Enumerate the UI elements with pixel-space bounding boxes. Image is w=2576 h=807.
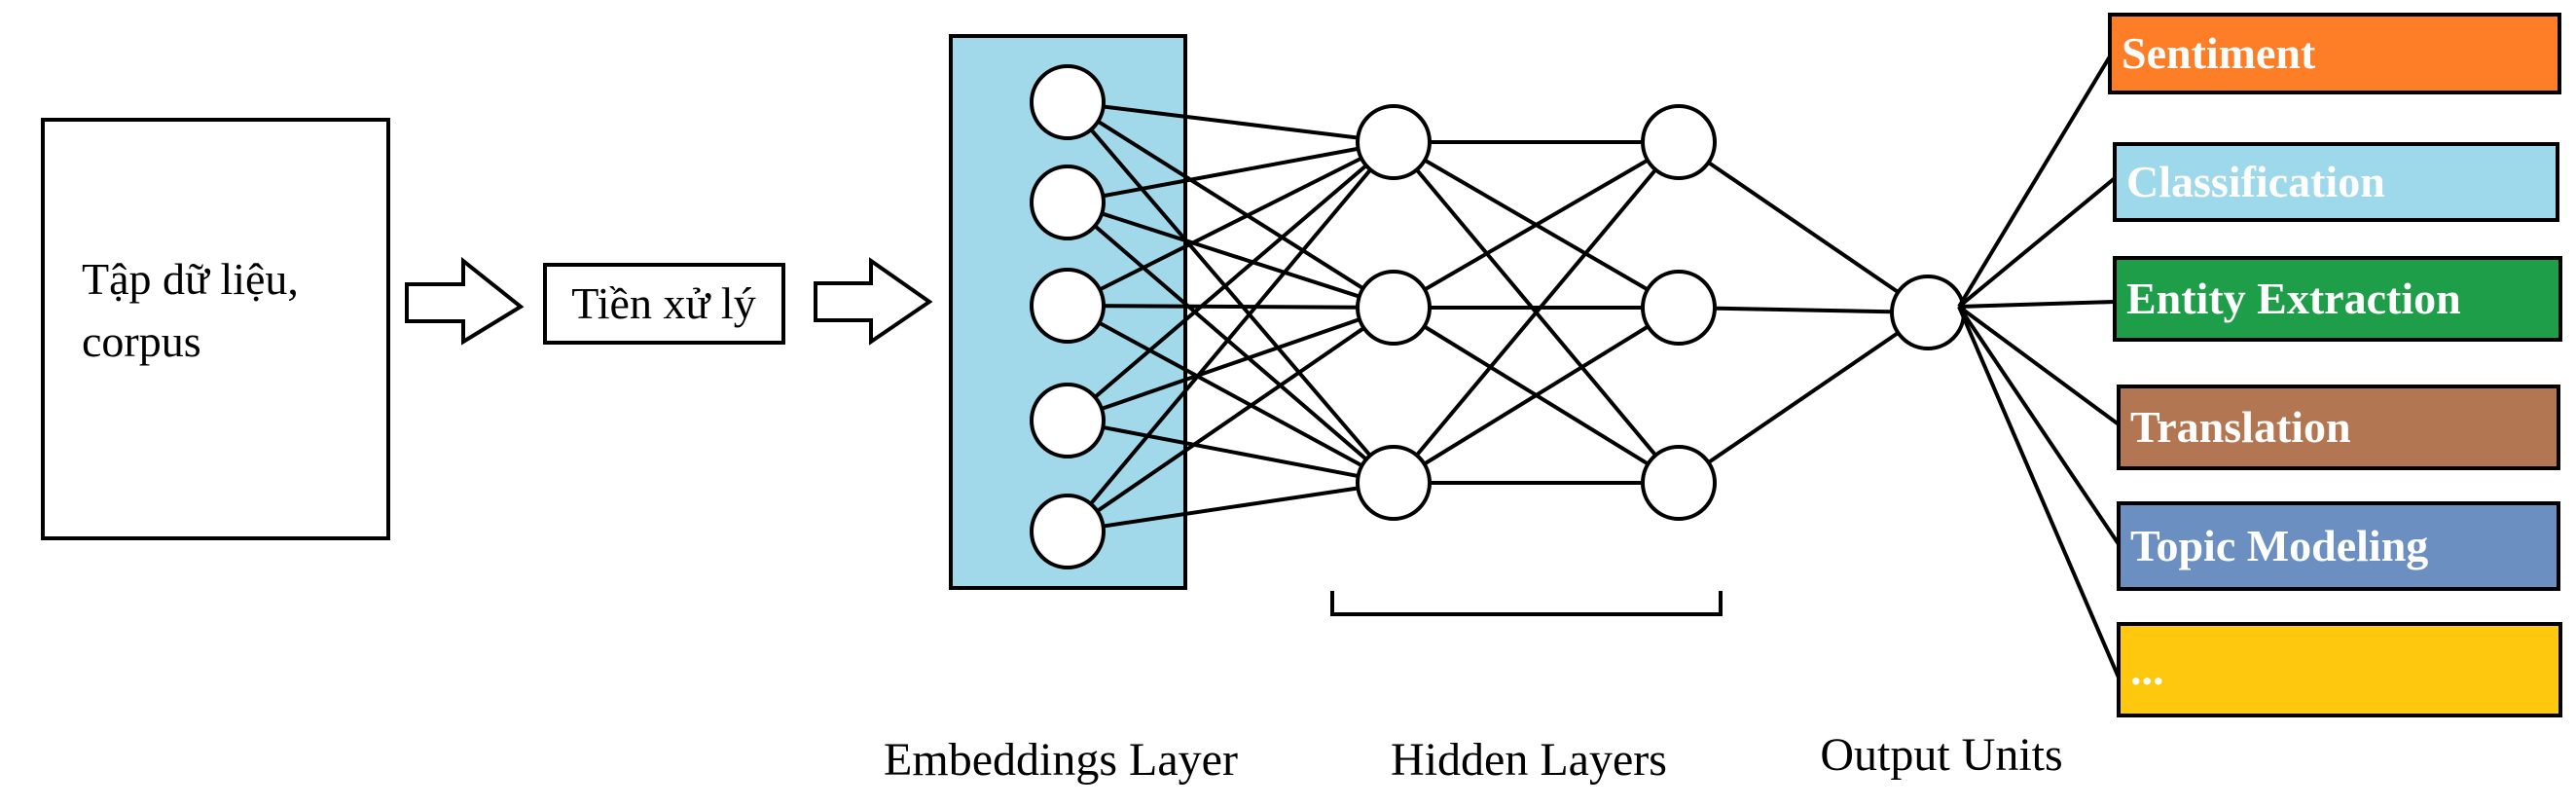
embedding-node-3 [1030,383,1106,459]
task-label-5: ... [2130,644,2164,694]
task-label-4: Topic Modeling [2130,521,2428,570]
corpus-label-line1: Tập dữ liệu, [82,254,299,304]
connection-line-24 [1677,140,1930,314]
preprocess-box: Tiền xử lý [543,263,785,345]
arrow-preprocess-to-embeddings [814,257,933,346]
connection-line-12 [1066,140,1396,533]
connection-line-4 [1067,201,1395,310]
task-box-0: Sentiment [2108,13,2561,94]
connection-line-10 [1067,306,1395,422]
connection-line-6 [1067,140,1395,308]
embeddings-layer-label: Embeddings Layer [884,734,1238,786]
connection-line-7 [1067,304,1395,310]
task-box-rect-5 [2117,622,2562,717]
task-label-0: Sentiment [2122,28,2316,78]
network-nodes [1030,64,1966,569]
connection-line-13 [1066,306,1396,533]
hidden-layers-label: Hidden Layers [1391,734,1667,786]
output-node-0 [1890,275,1966,350]
embedding-node-1 [1030,165,1106,240]
connection-line-0 [1067,100,1395,144]
connection-line-22 [1392,306,1681,485]
output-branch-lines [1957,55,2121,679]
connection-line-3 [1067,140,1395,204]
embedding-node-0 [1030,64,1106,140]
hidden-layer2-node-1 [1641,270,1717,346]
network-connections [1066,100,1930,533]
task-box-rect-3 [2117,385,2560,470]
task-label-3: Translation [2130,402,2351,452]
connection-line-5 [1066,201,1396,485]
connection-line-21 [1392,140,1681,485]
connection-line-8 [1067,304,1395,485]
task-box-rect-4 [2117,501,2560,591]
connection-line-18 [1392,140,1681,310]
task-label-2: Entity Extraction [2126,274,2461,323]
task-label-1: Classification [2126,157,2385,206]
connection-line-11 [1067,419,1395,485]
task-box-rect-2 [2113,256,2562,342]
hidden-layer1-node-1 [1356,270,1432,346]
task-box-3: Translation [2117,385,2560,470]
hidden-layer2-node-0 [1641,104,1717,180]
corpus-box: Tập dữ liệu, corpus [41,118,390,540]
preprocess-label: Tiền xử lý [571,278,755,328]
hidden-layer1-node-0 [1356,104,1432,180]
output-branch-line-0 [1957,55,2112,309]
output-branch-line-4 [1957,305,2121,546]
connection-line-9 [1066,140,1396,422]
task-box-rect-0 [2108,13,2561,94]
arrow-corpus-to-preprocess [405,256,525,346]
connection-line-14 [1067,481,1395,533]
connection-line-26 [1677,311,1930,485]
task-box-1: Classification [2113,142,2559,222]
hidden-layers-bracket [1330,591,1723,616]
task-box-rect-1 [2113,142,2559,222]
output-branch-line-5 [1957,306,2121,679]
embedding-node-2 [1030,268,1106,344]
output-units-label: Output Units [1820,729,2062,781]
output-branch-line-1 [1957,176,2117,309]
corpus-label-line2: corpus [82,316,201,366]
output-branch-line-3 [1957,305,2121,426]
hidden-layer1-node-2 [1356,445,1432,521]
task-box-2: Entity Extraction [2113,256,2562,342]
output-branch-line-2 [1958,300,2116,309]
connection-line-25 [1678,306,1929,314]
embedding-node-4 [1030,494,1106,569]
task-box-5: ... [2117,622,2562,717]
connection-line-1 [1066,100,1396,310]
task-box-4: Topic Modeling [2117,501,2560,591]
hidden-layer2-node-2 [1641,445,1717,521]
connection-line-2 [1066,100,1396,485]
